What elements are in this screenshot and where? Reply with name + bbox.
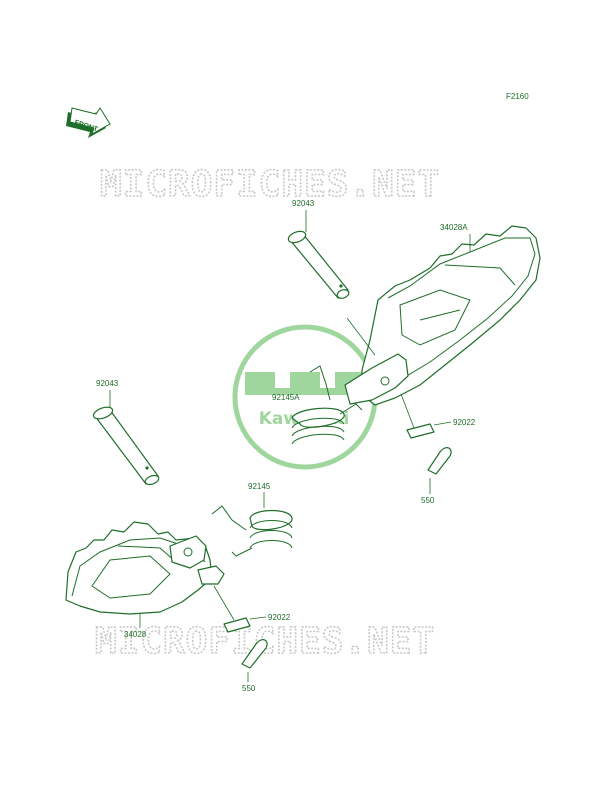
part-top-plug[interactable] (406, 423, 435, 439)
label-top-pin: 92043 (292, 199, 315, 208)
label-top-cotter: 550 (421, 496, 435, 505)
label-bottom-spring: 92145 (248, 482, 271, 491)
label-bottom-cotter: 550 (242, 684, 256, 693)
part-top-spring[interactable] (291, 365, 363, 445)
figure-code: F2160 (506, 92, 529, 101)
label-bottom-footpeg: 34028 (124, 630, 147, 639)
front-arrow-icon: FRONT (66, 107, 111, 138)
part-top-cotter[interactable] (427, 447, 452, 475)
label-bottom-pin: 92043 (96, 379, 119, 388)
part-top-pin[interactable] (287, 229, 350, 300)
label-top-plug: 92022 (453, 418, 476, 427)
label-top-footpeg: 34028A (440, 223, 468, 232)
label-bottom-plug: 92022 (268, 613, 291, 622)
watermark-top: MICROFICHES.NET (100, 164, 440, 205)
part-bottom-cotter[interactable] (241, 639, 268, 669)
label-top-spring: 92145A (272, 393, 300, 402)
part-top-footpeg[interactable] (344, 225, 541, 406)
part-bottom-spring[interactable] (211, 505, 293, 557)
part-bottom-footpeg[interactable] (65, 521, 225, 615)
part-bottom-plug[interactable] (223, 617, 251, 633)
part-bottom-pin[interactable] (92, 405, 160, 486)
